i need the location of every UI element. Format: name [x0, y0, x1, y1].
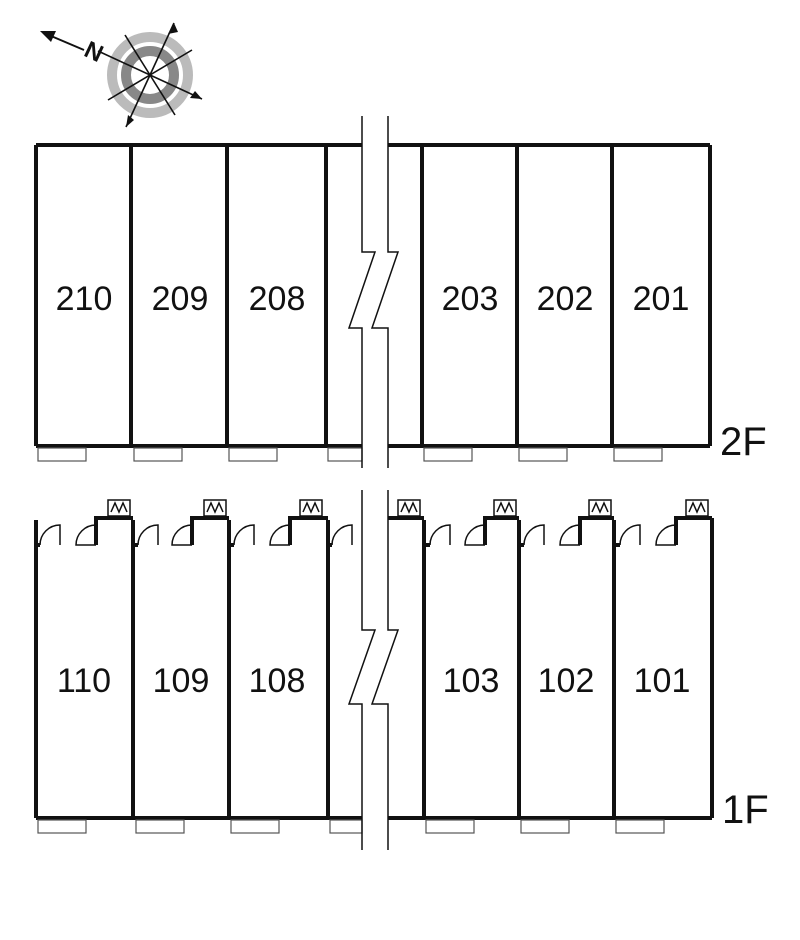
unit-102-label: 102: [538, 662, 595, 700]
north-label: N: [80, 36, 107, 68]
compass-rose-icon: [40, 22, 203, 128]
break-line-2f: [347, 116, 400, 468]
unit-209-label: 209: [152, 280, 209, 318]
floor-2f-label: 2F: [720, 420, 767, 464]
unit-101-label: 101: [634, 662, 691, 700]
break-line-1f: [347, 490, 400, 850]
floor-1f-label: 1F: [722, 788, 769, 832]
unit-208-label: 208: [249, 280, 306, 318]
floor-1-plan: [34, 499, 714, 834]
unit-110-label: 110: [57, 662, 111, 700]
floor-2-plan: [34, 143, 712, 462]
unit-210-label: 210: [56, 280, 113, 318]
unit-201-label: 201: [633, 280, 690, 318]
unit-203-label: 203: [442, 280, 499, 318]
unit-103-label: 103: [443, 662, 500, 700]
unit-202-label: 202: [537, 280, 594, 318]
unit-108-label: 108: [249, 662, 306, 700]
unit-109-label: 109: [153, 662, 210, 700]
